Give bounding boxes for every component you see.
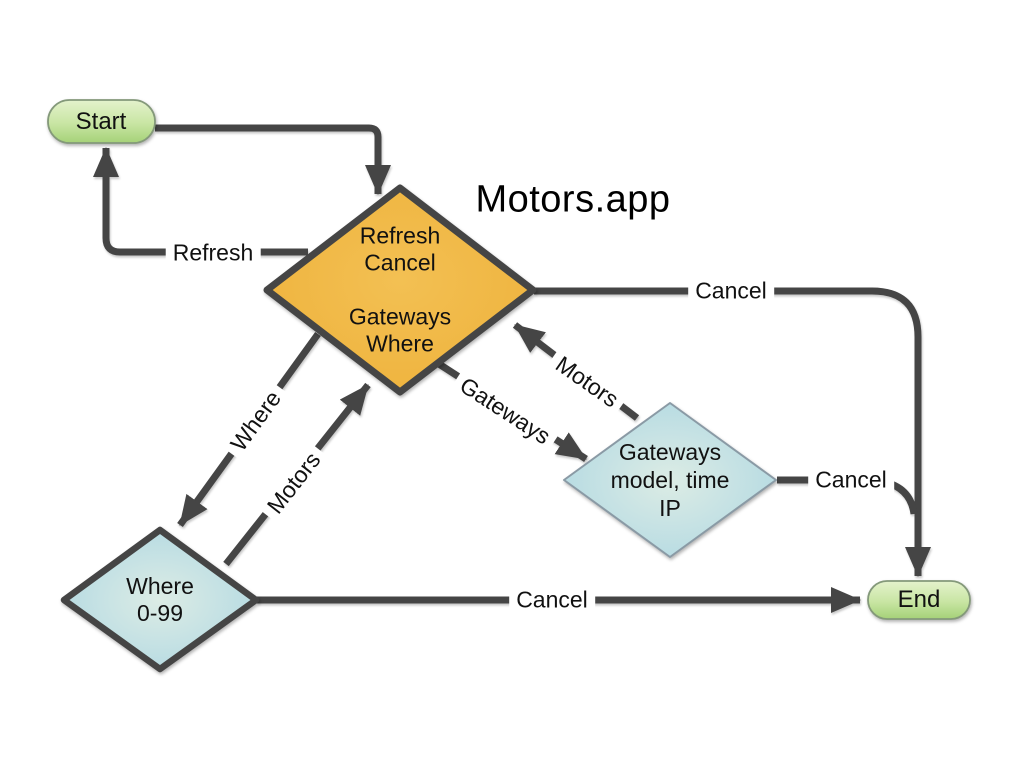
where-node-label: Where 0-99	[126, 573, 194, 627]
where-node-line-2: 0-99	[136, 600, 184, 626]
main-decision-line-1: Refresh	[359, 222, 441, 249]
edge-main-to-end-cancel	[534, 287, 931, 577]
end-node-shape	[867, 580, 971, 620]
main-decision-label: Refresh Cancel Gateways Where	[349, 223, 451, 358]
edge-label-refresh: Refresh	[165, 239, 261, 267]
edge-main-to-start-refresh	[93, 147, 308, 256]
start-node-shape	[47, 99, 156, 144]
main-decision-line-5: Where	[366, 330, 434, 357]
gateways-node-line-3: IP	[659, 495, 681, 521]
gateways-node-line-2: model, time	[610, 467, 730, 493]
diagram-title: Motors.app	[475, 178, 671, 221]
where-diamond-shape	[60, 526, 260, 673]
where-node-line-1: Where	[126, 573, 194, 599]
gateways-node-label: Gateways model, time IP	[611, 438, 730, 522]
gateways-diamond-shape	[563, 402, 777, 558]
main-decision-line-3	[349, 277, 451, 304]
gateways-node-line-1: Gateways	[618, 439, 722, 465]
edge-label-cancel-bottom: Cancel	[509, 586, 595, 614]
main-decision-line-2: Cancel	[364, 249, 436, 276]
edge-label-cancel-top: Cancel	[688, 277, 774, 305]
edge-label-cancel-right: Cancel	[808, 466, 894, 494]
main-decision-diamond-shape	[263, 184, 537, 396]
end-node-label: End	[897, 586, 941, 613]
main-decision-line-4: Gateways	[348, 303, 452, 330]
edge-start-to-main	[155, 124, 391, 195]
start-node-label: Start	[75, 108, 127, 135]
